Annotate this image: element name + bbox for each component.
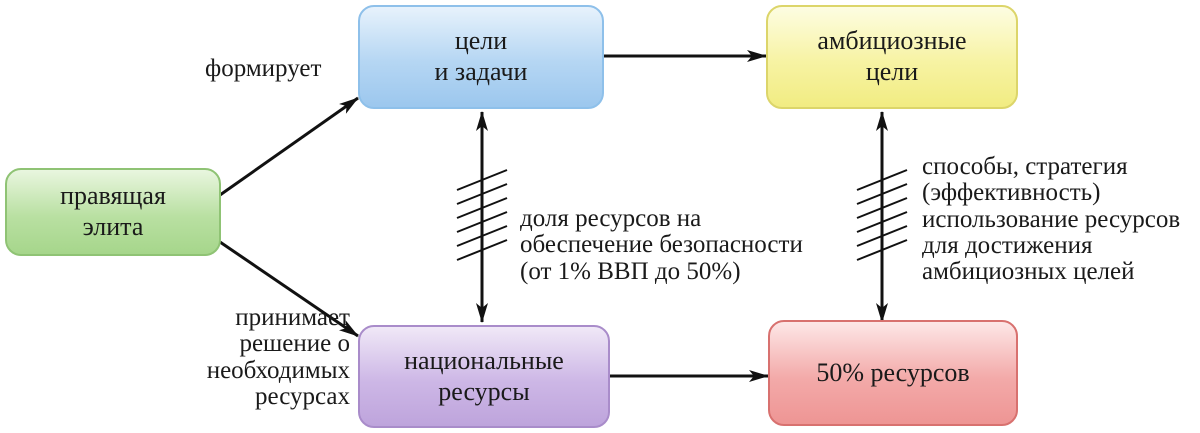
methods-label: способы, стратегия (эффективность) испол…: [922, 153, 1181, 285]
decides-line1: принимает: [235, 304, 350, 331]
elite-line1: правящая: [60, 181, 166, 211]
national-line1: национальные: [404, 345, 564, 375]
ambitious-goals-box: амбициозные цели: [766, 5, 1018, 109]
ruling-elite-box: правящая элита: [5, 168, 221, 256]
ambitious-line2: цели: [865, 57, 919, 86]
methods-line3: использование ресурсов: [922, 205, 1181, 233]
hatch-marks-right: [856, 169, 908, 261]
goals-box: цели и задачи: [358, 5, 604, 109]
security-line3: (от 1% ВВП до 50%): [520, 257, 741, 285]
methods-line2: (эффективность): [922, 179, 1101, 207]
national-resources-box: национальные ресурсы: [358, 325, 610, 428]
decides-line4: ресурсах: [255, 382, 350, 410]
arrow-elite-to-goals: [219, 96, 359, 197]
security-line2: обеспечение безопасности: [520, 231, 803, 259]
methods-line1: способы, стратегия: [922, 153, 1128, 180]
forms-label: формирует: [205, 55, 322, 82]
goals-line1: цели: [454, 26, 508, 56]
methods-line4: для достижения: [922, 231, 1093, 259]
national-line2: ресурсы: [438, 376, 530, 406]
decides-line3: необходимых: [206, 356, 350, 384]
methods-line5: амбициозных целей: [922, 258, 1135, 285]
security-line1: доля ресурсов на: [520, 205, 702, 232]
resources-line1: 50% ресурсов: [816, 357, 970, 387]
hatch-marks-left: [456, 169, 508, 261]
decides-label: принимает решение о необходимых ресурсах: [150, 304, 350, 410]
arrow-elite-to-national: [219, 240, 359, 338]
security-share-label: доля ресурсов на обеспечение безопасност…: [520, 205, 803, 285]
fifty-percent-resources-box: 50% ресурсов: [768, 320, 1018, 426]
goals-line2: и задачи: [434, 57, 528, 86]
ambitious-line1: амбициозные: [817, 26, 967, 56]
forms-text: формирует: [205, 55, 322, 82]
elite-line2: элита: [82, 212, 144, 241]
decides-line2: решение о: [239, 330, 350, 358]
